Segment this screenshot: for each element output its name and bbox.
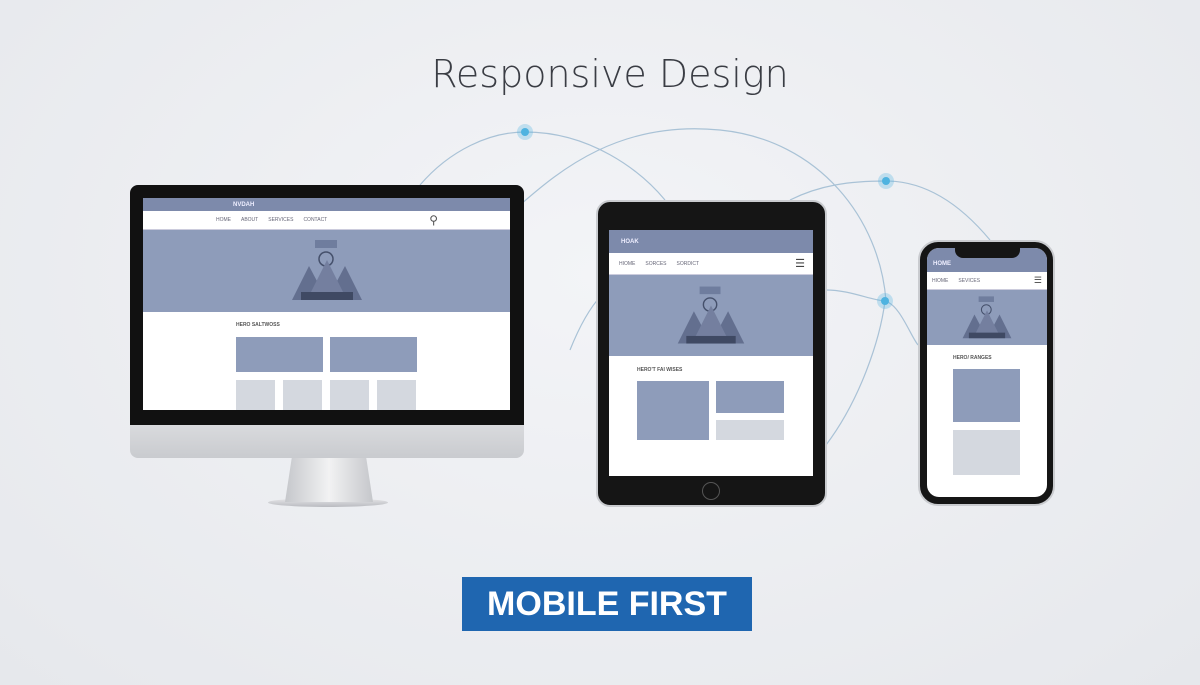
nav-home[interactable]: HIOME (932, 277, 949, 284)
phone-notch (955, 248, 1020, 258)
content-card (330, 337, 417, 372)
nav-services[interactable]: SEVICES (958, 277, 981, 284)
hero-mountain-icon (677, 286, 745, 344)
node-dot (517, 124, 894, 309)
section-heading: HERO SALTWOSS (236, 322, 280, 328)
hero-banner (609, 275, 813, 356)
nav-services[interactable]: SORCES (645, 260, 667, 267)
content-tile (330, 380, 369, 410)
nav-home[interactable]: HIOME (619, 260, 636, 267)
hero-mountain-icon (291, 240, 362, 300)
section-heading: HERO'T FAI WISES (637, 367, 683, 373)
nav-services[interactable]: SERVICES (268, 217, 294, 223)
brand-label: NVDAH (233, 201, 255, 208)
content-tile (283, 380, 322, 410)
site-header-bar: HOAK (609, 230, 813, 253)
nav-home[interactable]: HOME (216, 217, 231, 223)
hamburger-icon[interactable]: ☰ (1033, 275, 1042, 285)
content-card (637, 381, 709, 440)
content-card (236, 337, 323, 372)
content-card (716, 381, 784, 413)
hero-banner (143, 230, 510, 312)
monitor-stand (285, 456, 373, 502)
brand-label: HOME (933, 261, 951, 267)
search-icon[interactable]: ⚲ (429, 213, 438, 227)
content-card (953, 369, 1020, 422)
content-tile (953, 430, 1020, 475)
tablet-screen: HOAK HIOME SORCES SORDICT ☰ HERO'T FAI W… (609, 230, 813, 476)
content-tile (716, 420, 784, 440)
phone-screen: HOME HIOME SEVICES ☰ HERO/ RANGES (927, 248, 1047, 497)
desktop-screen: NVDAH HOME ABOUT SERVICES CONTACT ⚲ HERO… (143, 198, 510, 410)
page-title: Responsive Design (431, 52, 789, 96)
nav-about[interactable]: ABOUT (241, 217, 259, 223)
home-button[interactable] (702, 482, 720, 500)
hero-mountain-icon (962, 295, 1012, 338)
content-tile (236, 380, 275, 410)
nav-contact[interactable]: CONTACT (303, 217, 328, 223)
hamburger-icon[interactable]: ☰ (795, 258, 805, 270)
brand-label: HOAK (621, 238, 639, 245)
hero-banner (927, 290, 1047, 345)
site-header-bar: NVDAH (143, 198, 510, 211)
content-tile (377, 380, 416, 410)
monitor-base (268, 498, 388, 507)
section-heading: HERO/ RANGES (953, 355, 992, 361)
nav-contact[interactable]: SORDICT (676, 260, 700, 267)
mobile-first-badge: MOBILE FIRST (462, 577, 752, 631)
